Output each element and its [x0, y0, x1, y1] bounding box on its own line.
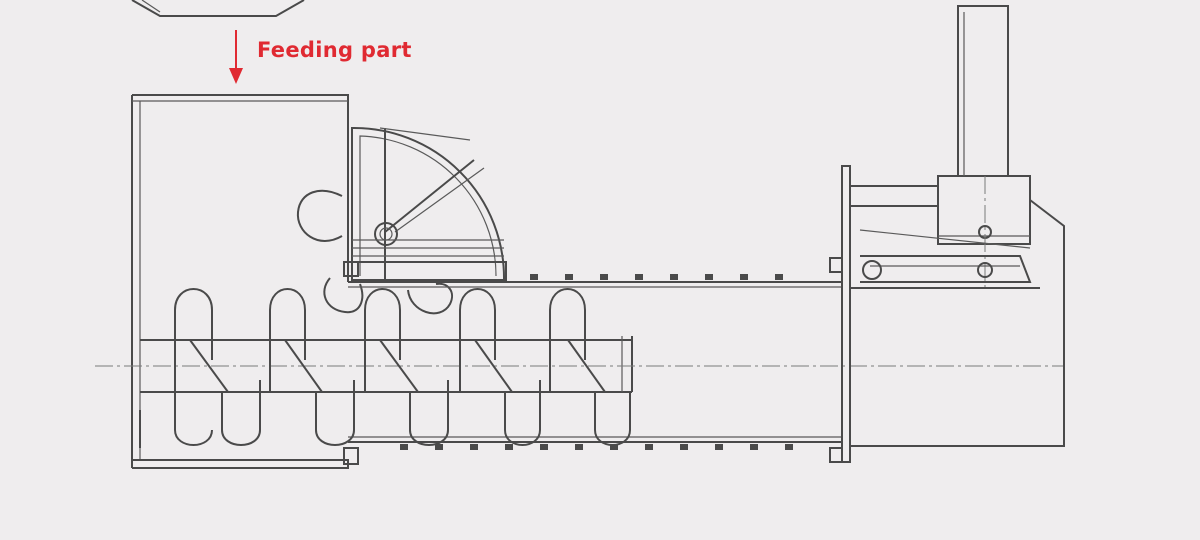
hopper-inner-line: [141, 0, 161, 13]
screw-flights: [174, 288, 631, 446]
lever-cam-right: [407, 282, 454, 315]
feeding-arrow: [229, 30, 243, 84]
feeding-part-label: Feeding part: [257, 38, 412, 62]
feed-box: [131, 94, 359, 469]
end-plate: [829, 165, 851, 463]
drive-housing: [850, 5, 1065, 447]
hopper-outline: [131, 0, 305, 17]
lever-cam-lower: [323, 277, 364, 314]
screw-shaft: [95, 336, 1065, 393]
lever-cam: [296, 189, 343, 242]
conveyor-trough: [348, 281, 842, 443]
rotary-valve: [351, 126, 507, 281]
trough-bolts: [400, 274, 793, 450]
